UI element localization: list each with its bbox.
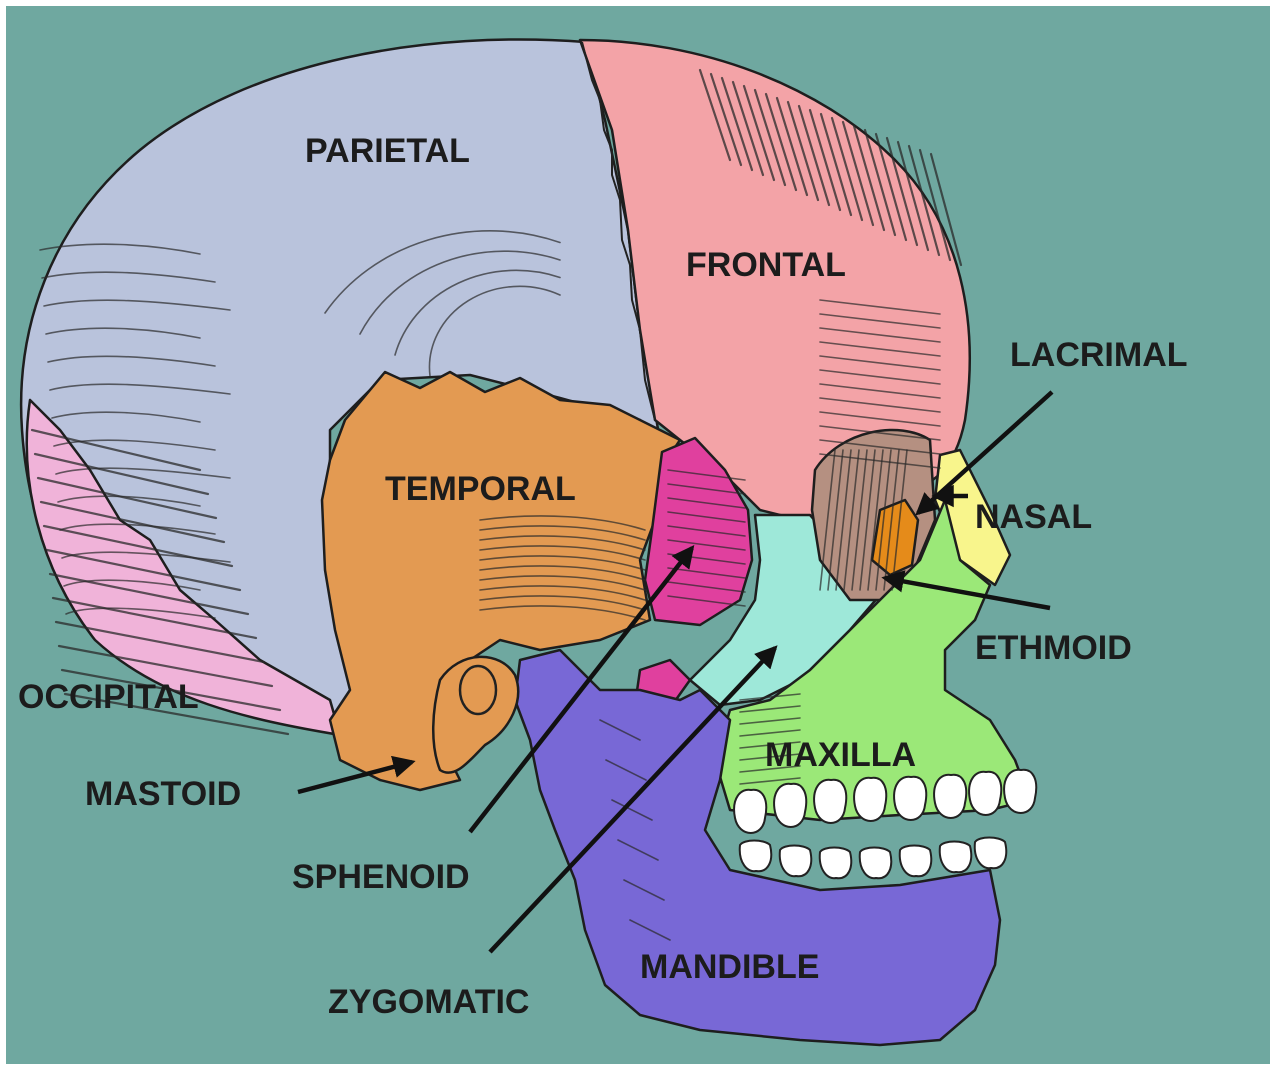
label-mastoid: MASTOID — [85, 775, 241, 813]
label-mandible: MANDIBLE — [640, 948, 819, 986]
upper-tooth — [734, 790, 766, 833]
upper-tooth — [969, 772, 1001, 815]
lower-tooth — [900, 846, 931, 877]
label-sphenoid: SPHENOID — [292, 858, 470, 896]
lower-tooth — [820, 848, 851, 879]
label-temporal: TEMPORAL — [385, 470, 576, 508]
lower-tooth — [940, 842, 971, 873]
lower-tooth — [860, 848, 891, 879]
upper-tooth — [894, 777, 926, 820]
lower-tooth — [780, 846, 811, 877]
upper-tooth — [854, 778, 886, 821]
label-nasal: NASAL — [975, 498, 1092, 536]
label-maxilla: MAXILLA — [765, 736, 916, 774]
lower-tooth — [740, 841, 771, 872]
lower-tooth — [975, 838, 1006, 869]
label-frontal: FRONTAL — [686, 246, 846, 284]
upper-tooth — [1004, 770, 1036, 813]
label-lacrimal: LACRIMAL — [1010, 336, 1188, 374]
upper-tooth — [934, 775, 966, 818]
upper-tooth — [774, 784, 806, 827]
label-occipital: OCCIPITAL — [18, 678, 199, 716]
label-parietal: PARIETAL — [305, 132, 470, 170]
label-zygomatic: ZYGOMATIC — [328, 983, 529, 1021]
label-ethmoid: ETHMOID — [975, 629, 1132, 667]
upper-tooth — [814, 780, 846, 823]
